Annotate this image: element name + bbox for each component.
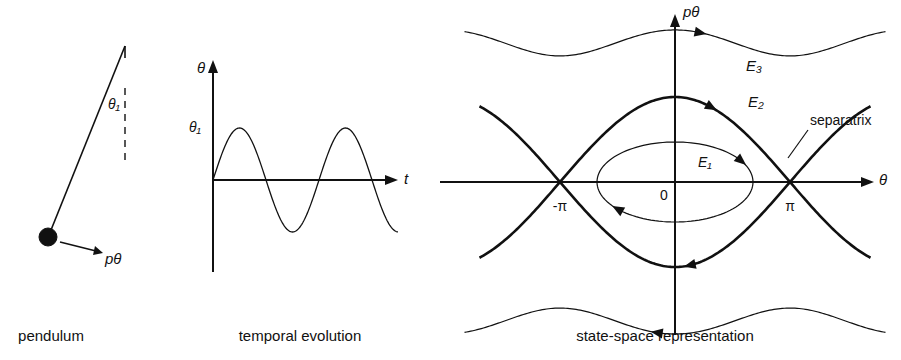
flow-arrowhead (683, 259, 697, 271)
pendulum-rod (49, 46, 125, 235)
axis-label: t (404, 171, 408, 188)
angle-label: θ₁ (108, 97, 120, 112)
time-axis (213, 179, 388, 181)
pendulum-bob (39, 228, 57, 246)
axis-label: θ (197, 60, 205, 77)
theta-axis (440, 181, 864, 183)
axis-arrow (861, 177, 874, 187)
libration-orbit (597, 142, 753, 222)
momentum-arrow (60, 242, 96, 251)
flow-arrows (610, 27, 750, 339)
flow-arrowhead (610, 202, 625, 217)
panel-caption: pendulum (18, 328, 84, 345)
tick-label: -π (552, 199, 568, 214)
separatrix-curve (479, 106, 870, 267)
axis-label: θ (879, 172, 887, 189)
energy-label: E₃ (746, 58, 762, 75)
separatrix-curve (479, 97, 870, 258)
arrow-head (93, 246, 103, 255)
energy-label: E₂ (748, 94, 764, 111)
axis-arrow (208, 60, 218, 73)
oscillation-curve (213, 128, 398, 232)
tick-label: π (784, 199, 796, 214)
theta-axis (212, 70, 214, 272)
vertical-reference (124, 88, 125, 165)
axis-label: pθ (683, 4, 699, 21)
energy-label: E₁ (698, 155, 712, 170)
pivot-mark (124, 46, 126, 58)
momentum-axis (674, 24, 676, 335)
phase-axes (440, 14, 885, 338)
axis-arrow (670, 14, 680, 27)
panel-caption: state-space representation (576, 328, 754, 345)
flow-arrowhead (694, 27, 708, 39)
panel-caption: temporal evolution (239, 328, 362, 345)
flow-arrowhead (704, 100, 719, 115)
amplitude-label: θ₁ (189, 120, 201, 135)
curve-label: separatrix (810, 113, 871, 128)
leader-line (788, 130, 808, 158)
pendulum-figure (39, 46, 125, 255)
flow-arrowhead (734, 153, 750, 168)
tick-label: 0 (660, 188, 668, 203)
momentum-label: pθ (105, 251, 121, 268)
axis-arrow (385, 175, 398, 185)
time-axes (208, 60, 398, 272)
rotation-orbit (465, 30, 886, 56)
